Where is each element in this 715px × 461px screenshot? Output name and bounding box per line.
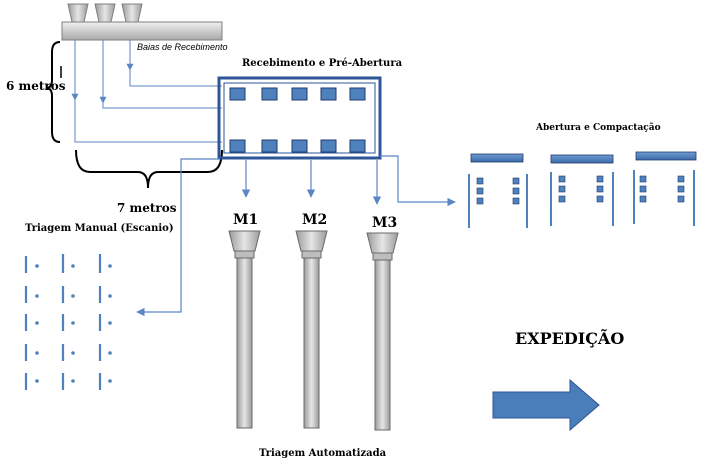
machine-m3 (366, 232, 399, 431)
bay-hopper-1 (67, 3, 89, 23)
label-recebimento: Recebimento e Pré-Abertura (242, 58, 403, 69)
label-abertura: Abertura e Compactação (535, 122, 661, 133)
machine-m1 (228, 230, 261, 429)
brace-six-metros (45, 41, 61, 143)
bay-hopper-2 (94, 3, 116, 23)
compaction-stations (468, 151, 697, 228)
flow-lines (136, 155, 456, 317)
bay-hopper-3 (121, 3, 143, 23)
brace-sete-metros (75, 149, 223, 189)
label-triagem-auto: Triagem Automatizada (259, 448, 387, 459)
label-sete-metros: 7 metros (117, 201, 177, 215)
label-m1: M1 (233, 212, 258, 228)
label-expedicao: EXPEDIÇÃO (515, 327, 624, 348)
receiving-box-inner (223, 82, 376, 154)
label-baias: Baias de Recebimento (137, 42, 228, 52)
receiving-bays (61, 3, 223, 41)
label-m2: M2 (302, 212, 327, 228)
expedition-arrow (492, 378, 600, 432)
bay-platform (61, 21, 223, 41)
label-triagem-manual: Triagem Manual (Escanio) (25, 223, 174, 234)
label-seis-metros: 6 metros (6, 79, 66, 93)
receiving-box (217, 76, 382, 160)
bay-feed-lines (71, 40, 222, 143)
manual-sorting-stations (24, 254, 112, 390)
receiving-units (229, 87, 366, 153)
label-m3: M3 (372, 215, 397, 231)
machine-m2 (295, 230, 328, 429)
